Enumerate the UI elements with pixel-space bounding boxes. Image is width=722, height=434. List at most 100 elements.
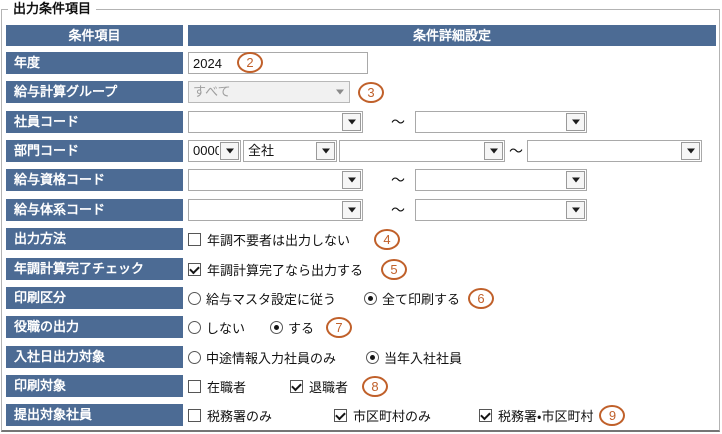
employee-code-to-value	[416, 112, 565, 132]
department-to-value	[528, 141, 680, 161]
row-system-code: 給与体系コード ～	[6, 199, 716, 221]
dropdown-arrow-icon[interactable]	[342, 201, 361, 219]
employee-code-from-value	[189, 112, 341, 132]
group-title: 出力条件項目	[8, 0, 97, 17]
row-employee-code: 社員コード ～	[6, 111, 716, 133]
employee-code-from-combobox[interactable]	[188, 111, 363, 133]
qualification-code-to-combobox[interactable]	[415, 169, 587, 191]
department-code-combobox[interactable]: 0000	[188, 140, 241, 162]
tax-office-and-municipality-checkbox[interactable]	[479, 408, 493, 422]
midcareer-only-radio[interactable]	[188, 350, 201, 364]
annotation-badge-7: 7	[326, 316, 353, 338]
radio-label: 全て印刷する	[382, 291, 461, 307]
row-label-position-output: 役職の出力	[6, 316, 183, 338]
row-yearend-check: 年調計算完了チェック 年調計算完了なら出力する 5	[6, 258, 716, 280]
qualification-code-from-value	[189, 170, 341, 190]
row-label-print-target: 印刷対象	[6, 375, 183, 397]
row-label-qualification-code: 給与資格コード	[6, 169, 183, 191]
system-code-from-combobox[interactable]	[188, 199, 363, 221]
row-label-payroll-group: 給与計算グループ	[6, 81, 183, 103]
radio-label: 給与マスタ設定に従う	[206, 291, 337, 307]
position-no-radio[interactable]	[188, 320, 201, 334]
checkbox-label: 退職者	[309, 379, 349, 395]
retired-employees-checkbox[interactable]	[290, 379, 304, 393]
row-output-method: 出力方法 年調不要者は出力しない 4	[6, 228, 716, 250]
dropdown-arrow-icon	[331, 83, 348, 101]
header-condition-detail: 条件詳細設定	[188, 25, 716, 46]
checkbox-label: 在職者	[207, 379, 247, 395]
table-header-row: 条件項目 条件詳細設定	[6, 25, 716, 46]
dropdown-arrow-icon[interactable]	[220, 142, 239, 160]
row-print-target: 印刷対象 在職者 退職者 8	[6, 375, 716, 397]
header-condition-item: 条件項目	[6, 25, 183, 46]
position-yes-radio[interactable]	[270, 320, 284, 334]
skip-unneeded-checkbox[interactable]	[188, 232, 201, 246]
yearend-complete-checkbox[interactable]	[188, 262, 201, 276]
row-label-hire-date-target: 入社日出力対象	[6, 346, 183, 368]
row-position-output: 役職の出力 しない する 7	[6, 316, 716, 338]
radio-label: 中途情報入力社員のみ	[206, 350, 337, 366]
department-to-combobox[interactable]	[527, 140, 702, 162]
municipality-only-checkbox[interactable]	[334, 408, 348, 422]
radio-label: する	[288, 320, 315, 336]
row-label-department-code: 部門コード	[6, 140, 183, 162]
annotation-badge-5: 5	[381, 258, 408, 280]
range-separator: ～	[391, 202, 405, 218]
system-code-from-value	[189, 200, 341, 220]
row-print-classification: 印刷区分 給与マスタ設定に従う 全て印刷する 6	[6, 287, 716, 309]
radio-label: しない	[206, 320, 246, 336]
dropdown-arrow-icon[interactable]	[342, 171, 361, 189]
department-code-value: 0000	[193, 143, 219, 158]
row-payroll-group: 給与計算グループ すべて 3	[6, 81, 716, 103]
row-label-output-method: 出力方法	[6, 228, 183, 250]
year-input[interactable]	[188, 52, 368, 74]
dropdown-arrow-icon[interactable]	[316, 142, 335, 160]
annotation-badge-8: 8	[362, 375, 389, 397]
annotation-badge-4: 4	[374, 228, 401, 250]
radio-label: 当年入社社員	[384, 350, 463, 366]
employee-code-to-combobox[interactable]	[415, 111, 587, 133]
follow-master-radio[interactable]	[188, 291, 201, 305]
row-label-system-code: 給与体系コード	[6, 199, 183, 221]
dropdown-arrow-icon[interactable]	[681, 142, 700, 160]
group-box-border	[1, 9, 720, 432]
annotation-badge-2: 2	[237, 52, 263, 73]
checkbox-label: 市区町村のみ	[353, 408, 432, 424]
checkbox-label: 税務署のみ	[207, 408, 273, 424]
row-submission-target: 提出対象社員 税務署のみ 市区町村のみ 税務署・市区町村 9	[6, 404, 716, 426]
row-hire-date-target: 入社日出力対象 中途情報入力社員のみ 当年入社社員	[6, 346, 716, 368]
annotation-badge-6: 6	[468, 287, 495, 309]
row-label-yearend-check: 年調計算完了チェック	[6, 258, 183, 280]
active-employees-checkbox[interactable]	[188, 379, 201, 393]
tax-office-only-checkbox[interactable]	[188, 408, 201, 422]
row-label-submission-target: 提出対象社員	[6, 404, 183, 426]
department-from-value	[340, 141, 483, 161]
row-label-year: 年度	[6, 52, 183, 74]
checkbox-label: 税務署・市区町村	[498, 408, 594, 424]
range-separator: ～	[391, 114, 405, 130]
checkbox-label: 年調不要者は出力しない	[207, 232, 351, 248]
dropdown-arrow-icon[interactable]	[566, 201, 585, 219]
payroll-group-combobox: すべて	[188, 81, 350, 103]
print-all-radio[interactable]	[364, 291, 378, 305]
row-qualification-code: 給与資格コード ～	[6, 169, 716, 191]
department-name-combobox[interactable]: 全社	[243, 140, 337, 162]
row-label-employee-code: 社員コード	[6, 111, 183, 133]
dropdown-arrow-icon[interactable]	[566, 171, 585, 189]
qualification-code-from-combobox[interactable]	[188, 169, 363, 191]
dropdown-arrow-icon[interactable]	[484, 142, 503, 160]
range-separator: ～	[509, 143, 523, 159]
annotation-badge-3: 3	[358, 81, 384, 103]
department-from-combobox[interactable]	[339, 140, 505, 162]
department-name-value: 全社	[248, 143, 275, 158]
dropdown-arrow-icon[interactable]	[566, 113, 585, 131]
system-code-to-combobox[interactable]	[415, 199, 587, 221]
qualification-code-to-value	[416, 170, 565, 190]
current-year-hires-radio[interactable]	[366, 350, 380, 364]
dropdown-arrow-icon[interactable]	[342, 113, 361, 131]
annotation-badge-9: 9	[599, 404, 626, 426]
range-separator: ～	[391, 172, 405, 188]
system-code-to-value	[416, 200, 565, 220]
row-label-print-classification: 印刷区分	[6, 287, 183, 309]
